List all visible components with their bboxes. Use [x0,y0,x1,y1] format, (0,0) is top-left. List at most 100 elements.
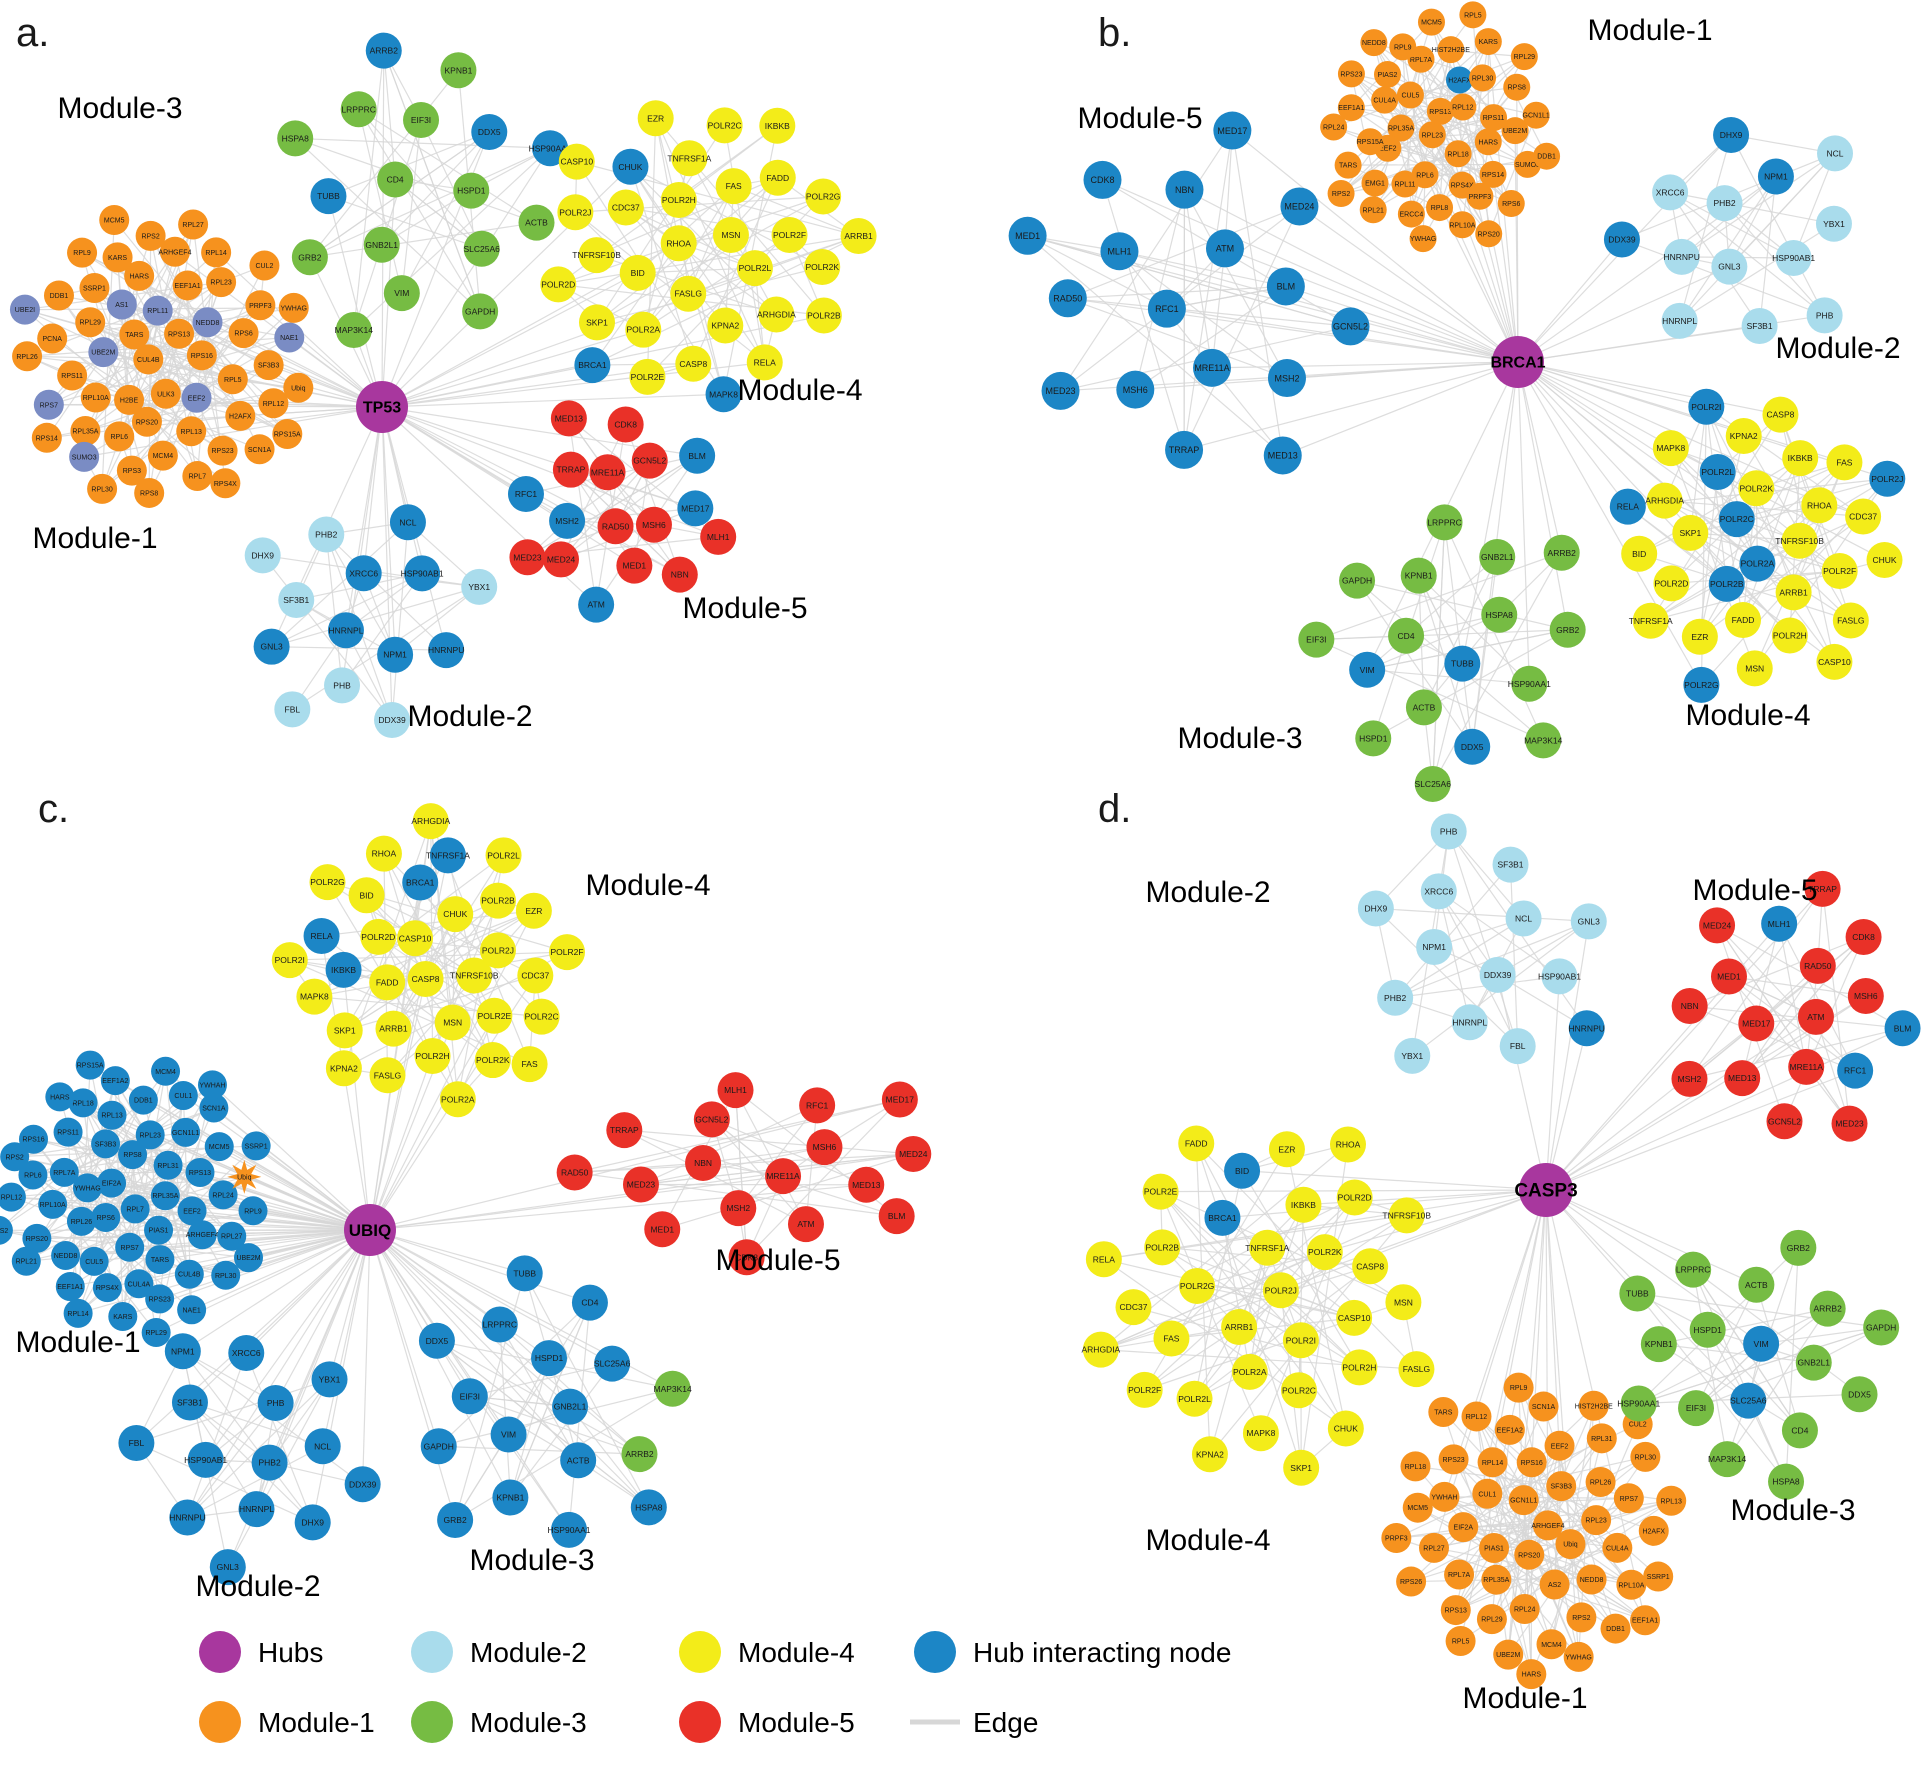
gene-node [1771,617,1808,654]
gene-node [1374,60,1402,88]
cluster-module-1-c: RPL7EIF2ARPL35ARPS6RPS8PIAS1YWHAGRPL31RP… [0,1050,271,1348]
gene-node [75,307,106,338]
edge [1517,361,1569,630]
gene-node [1761,905,1798,942]
edge [1638,1326,1882,1405]
edge [1100,1251,1326,1351]
edge [640,1104,818,1186]
gene-node [1396,81,1424,109]
edge [1550,1405,1595,1645]
edge [369,1229,579,1461]
gene-node [619,254,656,291]
gene-node [397,920,434,957]
gene-node [1337,94,1365,122]
gene-node [625,311,662,348]
gene-node [87,473,118,504]
panel-a: CD4HSPD1GNB2L1EIF3ISLC25A6TUBBDDX5VIMLRP… [9,11,877,739]
edge [1517,361,1864,518]
gene-node [437,896,474,933]
gene-node [1586,1423,1617,1454]
gene-node [1426,97,1454,125]
legend-swatch-module1 [199,1701,241,1743]
edge [345,406,383,631]
gene-node [164,1333,201,1370]
edge [1299,205,1519,363]
gene-node [274,322,305,353]
gene-node [171,1384,208,1421]
edge [394,586,480,656]
gene-node [607,406,644,443]
cluster-module-5-a: RAD50MRE11AMSH6MSH2GCN5L2MED1TRRAPMED17M… [507,400,737,623]
edge [1545,1070,1856,1191]
gene-node [1377,979,1414,1016]
gene-node [557,194,594,231]
edge [1705,406,1728,584]
gene-node [1762,396,1799,433]
gene-node [717,1072,754,1109]
gene-node [1266,267,1305,306]
edge [381,147,551,408]
edge [1726,1308,1829,1460]
gene-node [225,400,256,431]
hub-node-casp3 [1519,1163,1573,1217]
edge [381,393,724,408]
module-label-module-1-d: Module-1 [1462,1682,1587,1715]
gene-node [481,1306,518,1343]
gene-node [1847,977,1884,1014]
edge [358,108,481,312]
edge [369,1229,650,1508]
gene-node [1398,1351,1435,1388]
edge [737,1104,818,1209]
edge [1724,202,1826,316]
edge [692,177,779,364]
gene-node [241,1131,271,1161]
cluster-module-5-d: ATMMED17RAD50MRE11AMED1MSH6MED13MLH1RFC1… [1671,870,1921,1142]
gene-node [1795,1344,1832,1381]
gene-node [1336,1179,1373,1216]
gene-node [1262,1272,1299,1309]
gene-node [1736,650,1773,687]
module-label-module-4-b: Module-4 [1685,699,1810,732]
gene-node [1725,418,1762,455]
edge [1183,361,1519,451]
gene-node [102,242,133,273]
gene-node [151,1056,181,1086]
edge [734,1090,748,1258]
gene-node [1444,645,1481,682]
gene-node [1781,1412,1818,1449]
edge [182,1350,314,1523]
gene-node [1397,200,1425,228]
gene-node [187,1220,217,1250]
edge [186,1352,247,1518]
edge [1027,235,1351,327]
edge [1067,285,1286,299]
edge [1211,248,1226,368]
gene-node [440,52,477,89]
gene-node [228,1335,265,1372]
gene-node [1474,28,1502,56]
edge [70,1229,371,1288]
gene-node [291,239,328,276]
gene-node [1566,1602,1597,1633]
gene-node [91,1129,121,1159]
edge [1356,580,1568,631]
edge [1231,130,1284,456]
edge [401,119,422,294]
module-label-module-3-c: Module-3 [469,1544,594,1577]
gene-node [0,1182,26,1212]
gene-node [22,1223,52,1253]
gene-node [1280,1372,1317,1409]
gene-node [1699,907,1736,944]
edge [189,1229,371,1403]
edge [1316,552,1562,641]
gene-node [1414,765,1451,802]
gene-node [1632,602,1669,639]
panel-c: CASP8CASP10TNFRSF10BFADDCHUKMSNPOLR2DPOL… [0,787,932,1603]
edge [509,1363,613,1498]
gene-node [1041,371,1080,410]
edge [394,178,483,250]
gene-node [182,461,213,492]
gene-node [771,217,808,254]
edge [182,1229,371,1352]
gene-node [324,667,361,704]
